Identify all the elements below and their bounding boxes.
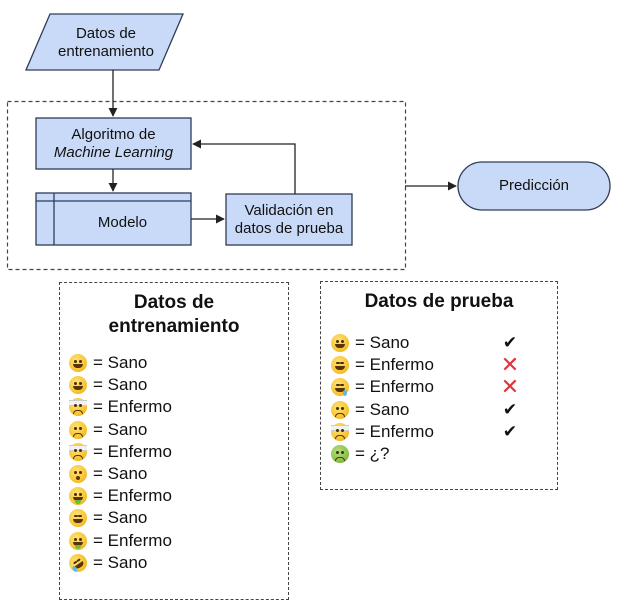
input-node-label: Datos de entrenamiento	[40, 22, 172, 64]
slightly-frowning-face-icon	[331, 400, 349, 419]
input-node-line2: entrenamiento	[58, 43, 154, 60]
test-row: = Enfermo ✕	[331, 376, 557, 398]
kissing-face-icon	[69, 465, 87, 484]
training-row: = Enfermo	[69, 441, 172, 463]
model-node-text: Modelo	[97, 214, 148, 231]
training-row: = Sano	[69, 374, 172, 396]
model-node-label: Modelo	[54, 201, 191, 245]
rolling-on-floor-laughing-face-icon	[65, 550, 91, 576]
arrow-validation-to-algorithm	[192, 139, 296, 194]
training-row: = Sano	[65, 550, 172, 576]
training-panel-title: Datos de entrenamiento	[60, 291, 288, 339]
test-row: = Enfermo ✕	[331, 354, 557, 376]
grinning-face-icon	[331, 334, 349, 353]
training-row-text: = Enfermo	[93, 530, 172, 550]
training-data-panel: Datos de entrenamiento = Sano = Sano = E…	[59, 282, 289, 600]
grinning-squinting-face-icon	[331, 356, 349, 375]
grinning-squinting-face-icon	[69, 509, 87, 528]
face-with-head-bandage-icon	[69, 398, 87, 417]
test-row-text: = Sano	[355, 399, 410, 419]
cross-icon: ✕	[500, 352, 520, 378]
training-row: = Sano	[69, 352, 172, 374]
training-row: = Enfermo	[69, 485, 172, 507]
training-row-text: = Enfermo	[93, 486, 172, 506]
training-row: = Sano	[69, 419, 172, 441]
prediction-node-text: Predicción	[498, 177, 570, 194]
grinning-face-icon	[69, 376, 87, 395]
grinning-face-icon	[69, 354, 87, 373]
test-row: = Sano ✔	[331, 332, 557, 354]
test-row-text: = Enfermo	[355, 421, 434, 441]
training-row: = Enfermo	[69, 530, 172, 552]
training-row-text: = Enfermo	[93, 441, 172, 461]
training-row-text: = Sano	[93, 353, 148, 373]
face-with-head-bandage-icon	[69, 442, 87, 461]
training-row: = Sano	[69, 463, 172, 485]
face-with-head-bandage-icon	[331, 422, 349, 441]
training-row: = Enfermo	[69, 396, 172, 418]
training-row-text: = Sano	[93, 375, 148, 395]
algorithm-node-line1: Algoritmo de	[71, 126, 156, 143]
training-row-text: = Enfermo	[93, 397, 172, 417]
validation-box	[225, 193, 353, 246]
test-row-text: = ¿?	[355, 444, 390, 464]
face-vomiting-icon	[69, 487, 87, 506]
check-icon: ✔	[502, 421, 518, 441]
algorithm-node-line2: Machine Learning	[53, 144, 174, 161]
test-row-text: = Enfermo	[355, 377, 434, 397]
algorithm-node-label: Algoritmo de Machine Learning	[36, 122, 191, 166]
test-row-text: = Sano	[355, 333, 410, 353]
training-row-text: = Sano	[93, 419, 148, 439]
slightly-frowning-face-icon	[69, 420, 87, 439]
algorithm-box	[35, 117, 192, 170]
training-row-text: = Sano	[93, 508, 148, 528]
drooling-face-icon	[331, 378, 349, 397]
cross-icon: ✕	[500, 374, 520, 400]
test-row-text: = Enfermo	[355, 355, 434, 375]
prediction-node-label: Predicción	[458, 162, 610, 210]
check-icon: ✔	[502, 399, 518, 419]
training-title-line1: Datos de	[133, 292, 215, 313]
nauseated-face-icon	[331, 445, 349, 464]
input-parallelogram	[25, 13, 184, 71]
test-list: = Sano ✔ = Enfermo ✕ = Enfermo ✕ = Sano …	[331, 332, 557, 465]
test-row: = Sano ✔	[331, 399, 557, 421]
training-list: = Sano = Sano = Enfermo = Sano = Enfermo…	[65, 352, 172, 576]
process-boundary	[6, 100, 407, 271]
face-vomiting-icon	[69, 531, 87, 550]
test-row: = Enfermo ✔	[331, 421, 557, 443]
training-row: = Sano	[69, 507, 172, 529]
check-icon: ✔	[502, 333, 518, 353]
input-node-line1: Datos de	[75, 25, 137, 42]
validation-node-line2: datos de prueba	[234, 220, 344, 237]
training-row-text: = Sano	[93, 464, 148, 484]
validation-node-line1: Validación en	[244, 202, 334, 219]
training-title-line2: entrenamiento	[108, 316, 240, 337]
validation-node-label: Validación en datos de prueba	[226, 198, 352, 242]
test-panel-title: Datos de prueba	[364, 291, 514, 312]
flowchart-diagram	[6, 13, 611, 271]
training-row-text: = Sano	[93, 552, 148, 572]
test-data-panel: Datos de prueba = Sano ✔ = Enfermo ✕ = E…	[320, 281, 558, 490]
prediction-terminator	[457, 161, 611, 211]
test-row: = ¿?	[331, 443, 557, 465]
